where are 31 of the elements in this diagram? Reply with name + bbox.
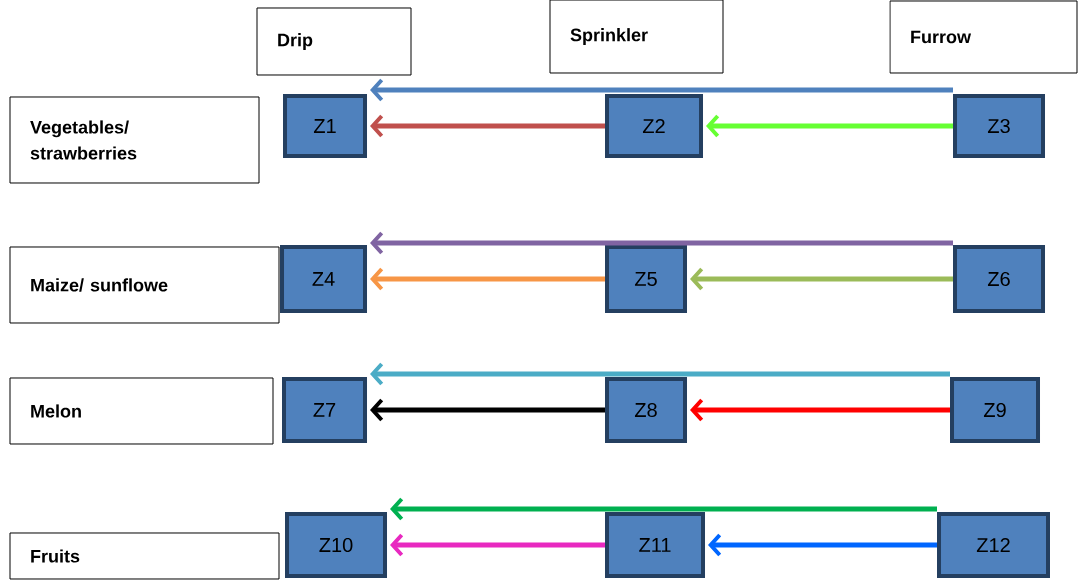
zone-box: Z2	[605, 94, 703, 158]
arrow	[690, 398, 950, 422]
crop-label-box: Melon	[9, 377, 274, 445]
zone-box: Z1	[283, 94, 367, 158]
crop-label-box: Fruits	[9, 532, 280, 580]
zone-box: Z3	[953, 94, 1045, 158]
arrow	[370, 78, 953, 102]
arrow	[706, 114, 953, 138]
zone-box: Z12	[937, 512, 1050, 578]
zone-box: Z11	[605, 512, 705, 578]
arrow	[690, 267, 953, 291]
zone-box: Z7	[282, 377, 367, 443]
zone-box: Z6	[953, 245, 1045, 313]
arrow	[708, 533, 937, 557]
zone-box: Z8	[605, 377, 687, 443]
column-header-box: Furrow	[889, 0, 1078, 74]
arrow	[390, 533, 605, 557]
arrow	[370, 114, 605, 138]
crop-label-box: Vegetables/ strawberries	[9, 96, 260, 184]
zone-box: Z9	[950, 377, 1040, 443]
zone-box: Z4	[280, 245, 367, 313]
arrow	[370, 362, 950, 386]
arrow	[370, 398, 605, 422]
crop-label-box: Maize/ sunflowe	[9, 246, 280, 324]
arrow	[370, 267, 605, 291]
column-header-box: Sprinkler	[549, 0, 724, 74]
arrow	[370, 231, 953, 255]
column-header-box: Drip	[256, 7, 412, 76]
arrow	[390, 497, 937, 521]
zone-box: Z5	[605, 245, 687, 313]
zone-box: Z10	[285, 512, 387, 578]
